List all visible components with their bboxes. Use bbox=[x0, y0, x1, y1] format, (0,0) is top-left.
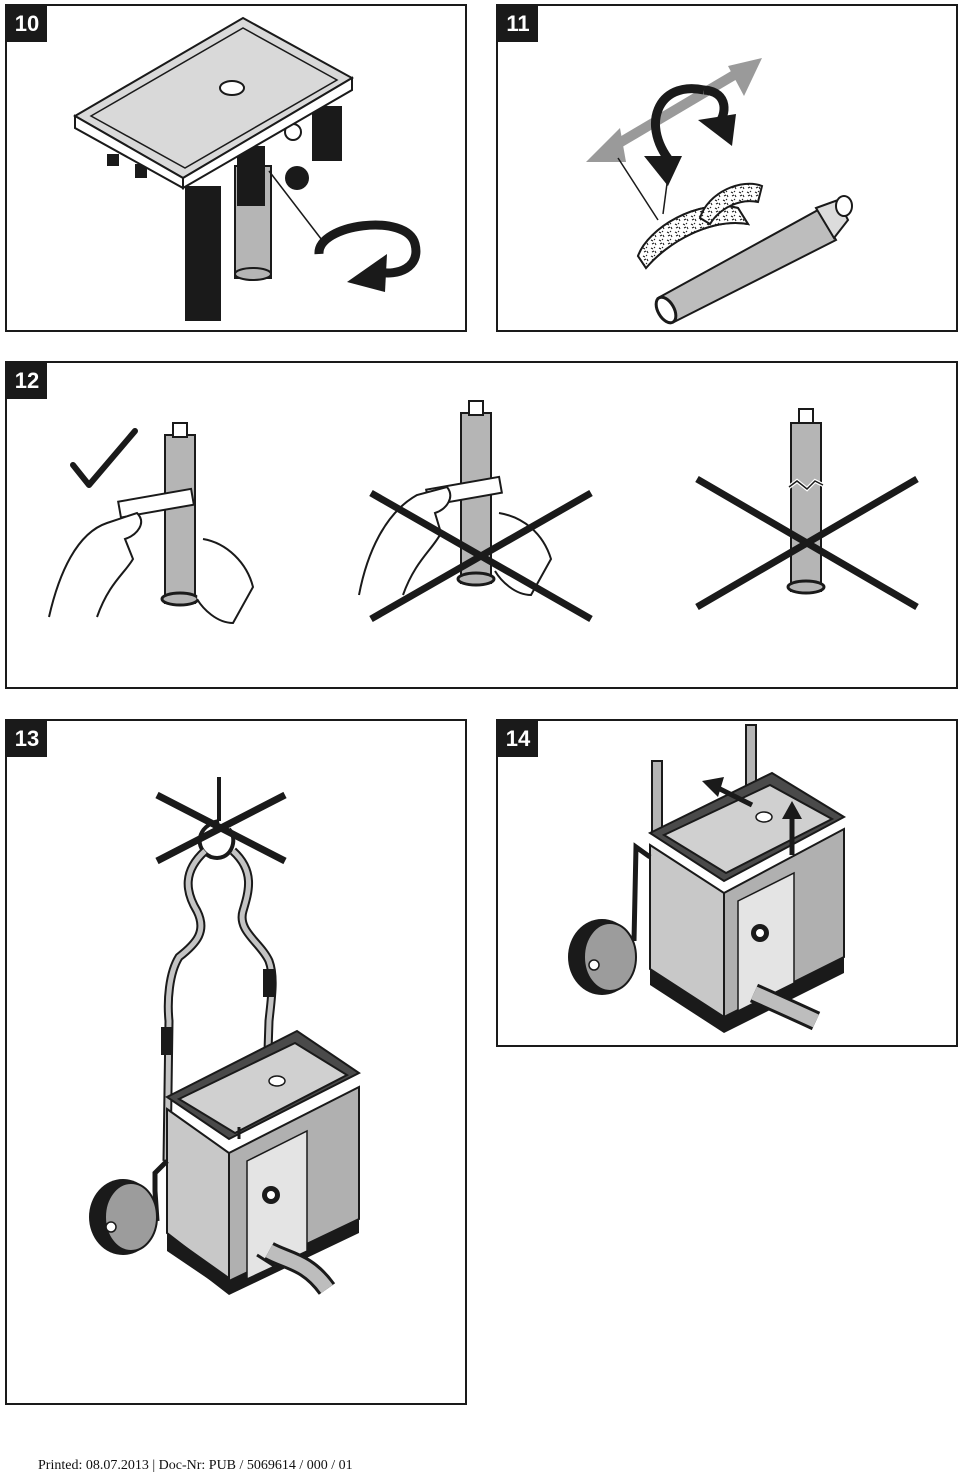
filter-cleaning-illustration bbox=[586, 58, 853, 325]
step-14-panel: 14 bbox=[496, 719, 958, 1047]
step-13-panel: 13 bbox=[5, 719, 467, 1405]
step-12-panel: 12 bbox=[5, 361, 958, 689]
step-number: 12 bbox=[7, 363, 47, 399]
filter-handling-illustration bbox=[48, 400, 919, 625]
trolley-lid-removal-illustration bbox=[568, 724, 847, 1033]
step-10-panel: 10 bbox=[5, 4, 467, 332]
filter-housing-illustration bbox=[73, 16, 421, 321]
step-number: 13 bbox=[7, 721, 47, 757]
step-number: 11 bbox=[498, 6, 538, 42]
trolley-lifting-illustration bbox=[89, 777, 361, 1296]
step-number: 14 bbox=[498, 721, 538, 757]
print-info-footer: Printed: 08.07.2013 | Doc-Nr: PUB / 5069… bbox=[38, 1458, 353, 1473]
step-number: 10 bbox=[7, 6, 47, 42]
step-11-panel: 11 bbox=[496, 4, 958, 332]
